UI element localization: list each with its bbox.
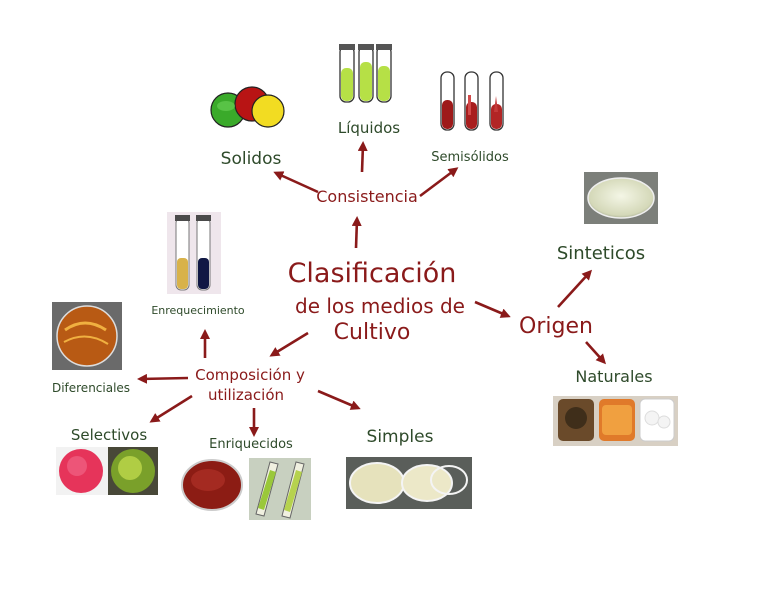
simple-dishes-icon [346,457,472,509]
arrow-origen-sinteticos [557,269,593,308]
label-sinteticos: Sinteticos [557,243,645,264]
arrow-center-composicion [269,331,309,357]
label-selectivos: Selectivos [71,426,147,444]
arrow-center-origen [474,300,511,318]
enriched-media-icon [181,458,311,520]
synthetic-dish-icon [584,172,658,224]
label-liquidos: Líquidos [338,119,400,137]
arrow-composicion-simples [317,389,361,410]
center-title-line3: Cultivo [334,320,411,345]
arrow-composicion-diferenciales [137,373,189,384]
arrows [137,141,607,437]
arrow-consistencia-solidos [273,171,319,194]
label-diferenciales: Diferenciales [52,381,130,395]
petri-dishes-icon [210,86,285,128]
arrow-center-consistencia [351,216,362,249]
enrichment-tubes-icon [167,212,221,294]
natural-media-icon [553,396,678,446]
label-composicion-line2: utilización [208,386,284,404]
arrow-composicion-selectivos [149,394,193,423]
liquid-tubes-icon [339,44,392,103]
differential-dish-icon [52,302,122,370]
label-semisolidos: Semisólidos [431,150,509,165]
label-origen: Origen [519,314,593,339]
label-solidos: Solidos [221,149,282,169]
semisolid-tubes-icon [440,71,504,131]
label-consistencia: Consistencia [316,187,418,206]
label-composicion-line1: Composición y [195,366,305,384]
label-naturales: Naturales [575,367,652,386]
label-enriquecimiento: Enrequecimiento [151,304,245,317]
selective-dishes-icon [56,447,158,495]
center-title-line1: Clasificación [288,258,457,289]
arrow-consistencia-liquidos [357,141,368,173]
labels: Clasificación de los medios de Cultivo C… [52,119,653,452]
label-enriquecidos: Enriquecidos [209,437,293,452]
label-simples: Simples [367,427,434,447]
arrow-consistencia-semisolidos [419,167,459,198]
arrow-origen-naturales [585,341,607,365]
center-title-line2: de los medios de [295,294,465,318]
